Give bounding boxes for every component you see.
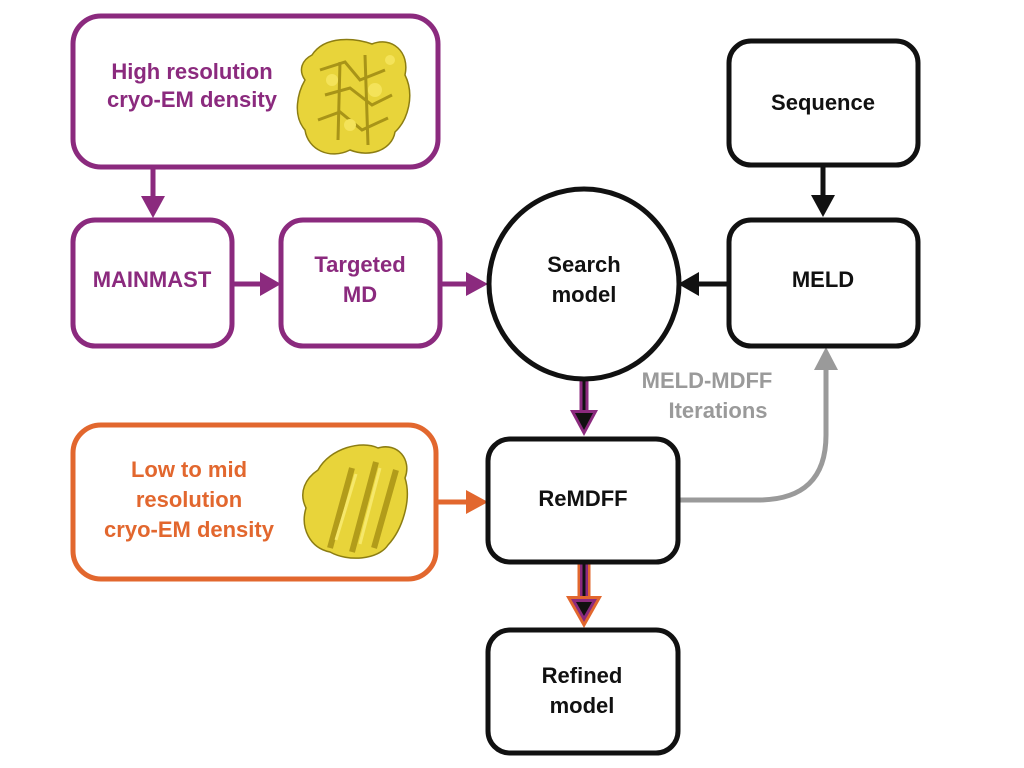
targeted-md-label-line1: Targeted xyxy=(314,252,405,277)
arrow-mainmast-to-targeted-md xyxy=(232,272,281,296)
arrow-sequence-to-meld xyxy=(811,165,835,217)
targeted-md-label-line2: MD xyxy=(343,282,377,307)
meld-box: MELD xyxy=(726,217,921,349)
remdff-label: ReMDFF xyxy=(538,486,627,511)
low-res-density-map-icon xyxy=(302,444,409,559)
high-res-density-box: High resolution cryo-EM density xyxy=(70,13,441,170)
high-res-label-line1: High resolution xyxy=(111,59,272,84)
search-model-label-line2: model xyxy=(552,282,617,307)
meld-label: MELD xyxy=(792,267,854,292)
arrow-lowres-to-remdff xyxy=(436,490,488,514)
search-model-label-line1: Search xyxy=(547,252,620,277)
meld-mdff-iterations-label: MELD-MDFF Iterations xyxy=(642,368,773,423)
refined-model-label-line1: Refined xyxy=(542,663,623,688)
arrow-targeted-md-to-search-model xyxy=(440,272,488,296)
arrow-highres-to-mainmast xyxy=(141,167,165,218)
sequence-label: Sequence xyxy=(771,90,875,115)
arrow-remdff-to-refined-model xyxy=(566,562,602,628)
refined-model-box: Refined model xyxy=(485,627,681,756)
arrow-meld-to-search-model xyxy=(678,272,729,296)
high-res-label-line2: cryo-EM density xyxy=(107,87,278,112)
iteration-label-line2: Iterations xyxy=(668,398,767,423)
remdff-box: ReMDFF xyxy=(485,436,681,565)
refined-model-label-line2: model xyxy=(550,693,615,718)
targeted-md-box: Targeted MD xyxy=(278,217,443,349)
mainmast-box: MAINMAST xyxy=(70,217,235,349)
low-res-label-line3: cryo-EM density xyxy=(104,517,275,542)
low-res-density-box: Low to mid resolution cryo-EM density xyxy=(70,422,439,582)
low-res-label-line2: resolution xyxy=(136,487,242,512)
arrow-search-model-to-remdff xyxy=(570,378,598,436)
search-model-node: Search model xyxy=(486,186,682,382)
arrow-meld-mdff-iteration-loop xyxy=(678,347,838,503)
low-res-label-line1: Low to mid xyxy=(131,457,247,482)
iteration-label-line1: MELD-MDFF xyxy=(642,368,773,393)
high-res-density-map-icon xyxy=(296,38,411,155)
mainmast-label: MAINMAST xyxy=(93,267,212,292)
sequence-box: Sequence xyxy=(726,38,921,168)
